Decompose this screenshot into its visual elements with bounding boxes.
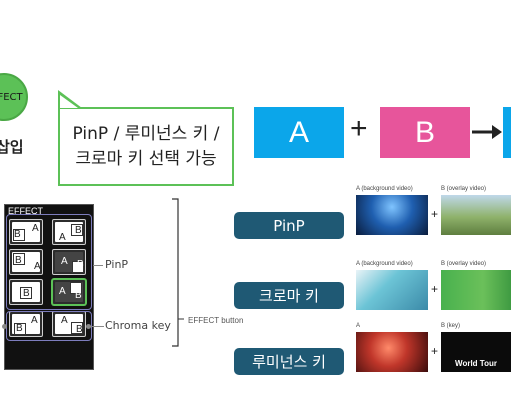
effect-button-letter: B [75,290,82,301]
mode-pill-3: 루미넌스 키 [234,348,344,375]
effect-button-letter: B [15,255,22,266]
chroma-side-label: Chroma key [105,319,171,332]
effect-circle-label: EFFECT [0,91,23,103]
result-box [503,107,511,158]
callout-box: PinP / 루미넌스 키 / 크로마 키 선택 가능 [58,107,234,186]
caption-a: A (background video) [356,261,413,267]
effect-button-inset [70,282,82,294]
left-chroma-dot [2,324,7,329]
effect-button-letter: B [16,323,23,334]
effect-button-letter: B [76,324,83,335]
key-text: World Tour [455,359,497,368]
caption-a: A (background video) [356,186,413,192]
effect-button-label: EFFECT button [188,316,244,325]
effect-button-letter: B [14,229,21,240]
arrow-right-icon [472,125,502,139]
box-b-label: B [414,115,435,149]
thumbnail-a [356,195,428,235]
chroma-group-box [6,311,92,341]
effect-button-letter: A [59,232,66,243]
box-a-label: A [288,115,309,149]
thumbnail-a [356,270,428,310]
effect-button-letter: B [23,288,30,299]
box-a: A [254,107,344,158]
box-b: B [380,107,470,158]
effect-button-inset [71,224,83,236]
caption-b: B (overlay video) [441,261,487,267]
caption-a: A [356,323,361,329]
plus-operator: + [350,112,368,145]
caption-b: B (overlay video) [441,186,487,192]
effect-button-letter: B [75,225,82,236]
effect-button-letter: B [77,259,84,270]
pinp-side-label: PinP [105,258,129,271]
pinp-leader [93,265,103,266]
effect-button-inset [13,253,25,265]
effect-button-letter: A [34,261,41,272]
effect-circle: EFFECT [0,73,28,121]
effect-button-inset [14,323,26,335]
chroma-dot [86,324,91,329]
thumbnail-b: World Tour [441,332,511,372]
effect-button-letter: A [31,315,38,326]
mode-pill-1: PinP [234,212,344,239]
effect-button-letter: A [61,256,68,267]
effect-button-inset [13,229,25,241]
thumbnail-a [356,332,428,372]
effect-button-5[interactable]: B [9,279,43,305]
chroma-leader [88,326,104,327]
insert-label: 삽입 [0,138,24,156]
effect-button-letter: A [59,286,66,297]
caption-b: B (key) [441,323,461,329]
mode-pill-2: 크로마 키 [234,282,344,309]
effect-button-letter: A [32,223,39,234]
thumbnail-b [441,270,511,310]
effect-panel-title: EFFECT [8,206,43,216]
thumbnail-b [441,195,511,235]
callout-text: PinP / 루미넌스 키 / 크로마 키 선택 가능 [72,123,220,169]
effect-button-inset [72,261,84,273]
effect-button-inset [20,287,32,299]
pinp-group-box [6,214,92,310]
effect-button-letter: A [61,315,68,326]
plus-icon: + [431,282,439,296]
plus-icon: + [431,344,439,358]
plus-icon: + [431,207,439,221]
effect-button-inset [71,322,83,334]
callout-tail-fill [60,95,78,108]
bracket-icon [172,198,184,347]
